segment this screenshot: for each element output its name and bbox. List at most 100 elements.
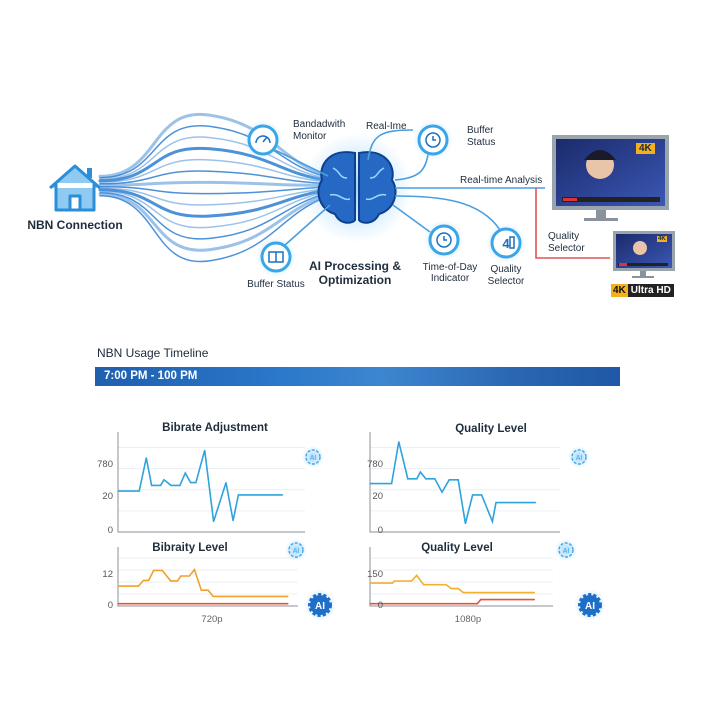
data-point [170, 580, 172, 582]
data-point [416, 478, 418, 480]
clock-icon [425, 132, 441, 148]
data-point [176, 580, 179, 582]
clock-icon [436, 232, 452, 248]
small-tv-4k-badge: 4K [657, 236, 667, 242]
data-point [441, 491, 443, 493]
flow-line [99, 158, 326, 183]
flow-line [99, 190, 326, 229]
quality-label-1: Quality [490, 264, 522, 275]
center-label-line1: AI Processing & [308, 259, 402, 273]
svg-text:AI: AI [576, 455, 583, 462]
svg-text:AI: AI [293, 548, 300, 555]
timeline-title: NBN Usage Timeline [97, 346, 209, 360]
data-point [369, 482, 371, 485]
data-point [163, 479, 165, 481]
4k-icon: 4 [502, 236, 515, 251]
data-point [480, 598, 482, 601]
data-point [287, 603, 289, 605]
flow-line [98, 192, 327, 252]
buffer-top-label-1: Buffer [467, 125, 494, 136]
ai-gear-icon: AI [568, 446, 590, 468]
data-point [407, 478, 409, 480]
data-point [189, 482, 192, 484]
data-point [476, 603, 478, 605]
chart-1: AI [369, 432, 590, 533]
timeline-bar: 7:00 PM - 100 PM [95, 367, 620, 386]
data-point [369, 603, 371, 605]
data-point [137, 585, 139, 587]
data-point [145, 457, 147, 459]
data-point [195, 482, 197, 484]
data-point [533, 598, 535, 601]
brain-icon [302, 133, 412, 243]
axis [369, 547, 553, 607]
buffer-top-label-2: Status [467, 137, 496, 148]
flow-line [99, 186, 326, 195]
tick: 0 [377, 600, 383, 611]
data-point [287, 595, 289, 598]
data-point [462, 591, 465, 594]
svg-text:AI: AI [585, 601, 595, 612]
x-label-1080p: 1080p [454, 614, 482, 625]
series-line-0 [118, 567, 288, 598]
data-point [457, 479, 459, 481]
data-point [148, 579, 150, 582]
ai-gear-icon: AI [302, 446, 324, 468]
realtime-analysis-label: Real-time Analysis [460, 175, 543, 186]
ultra-hd-badge-text: Ultra HD [627, 284, 674, 297]
flow-line [98, 146, 327, 183]
flow-line [98, 112, 327, 178]
buffer-bottom-label: Buffer Status [247, 279, 305, 290]
flow-line [99, 124, 326, 179]
x-label-720p: 720p [201, 614, 223, 625]
data-point [188, 575, 190, 577]
chart-title-bitrate: Bibrate Adjustment [162, 422, 268, 434]
chart-3: AI AI [369, 539, 606, 621]
data-point [391, 582, 394, 584]
data-point [450, 588, 452, 590]
data-point [535, 501, 537, 504]
axis [369, 432, 560, 533]
data-point [117, 490, 119, 492]
ai-gear-icon: AI [555, 539, 577, 561]
data-point [425, 478, 427, 480]
chart-title-quality-bottom: Quality Level [421, 542, 493, 554]
tick: 0 [107, 600, 113, 611]
flow-lines [98, 112, 327, 263]
flow-line [99, 136, 326, 180]
timeline-range: 7:00 PM - 100 PM [104, 370, 198, 382]
chart-0: AI [117, 432, 324, 533]
time-of-day-label-2: Indicator [430, 273, 470, 284]
flow-line [98, 188, 327, 218]
data-point [398, 441, 400, 443]
data-point [472, 494, 474, 496]
data-point [204, 449, 206, 451]
svg-text:AI: AI [310, 455, 317, 462]
bandwidth-node [243, 120, 283, 160]
center-label-line2: Optimization [318, 273, 392, 287]
data-point [237, 494, 239, 496]
data-point [533, 591, 535, 594]
data-point [225, 482, 227, 484]
data-point [495, 501, 497, 504]
ultra-hd-badge-4k: 4K [611, 284, 628, 297]
tick: 780 [97, 459, 113, 470]
data-point [200, 589, 202, 591]
ai-gear-icon: AI [574, 589, 606, 621]
data-point [153, 569, 155, 571]
svg-text:AI: AI [563, 548, 570, 555]
tick: 20 [372, 491, 383, 502]
quality-node: 4 [486, 223, 526, 263]
ultra-hd-badge: 4K Ultra HD [611, 284, 674, 297]
data-point [457, 588, 459, 590]
quality-label-2: Selector [487, 276, 525, 287]
data-point [117, 603, 119, 605]
data-point [282, 494, 284, 496]
gauge-icon [255, 135, 271, 144]
data-point [207, 589, 209, 591]
flow-line [98, 180, 327, 187]
data-point [393, 580, 395, 582]
data-point [184, 472, 186, 474]
data-point [416, 574, 418, 577]
